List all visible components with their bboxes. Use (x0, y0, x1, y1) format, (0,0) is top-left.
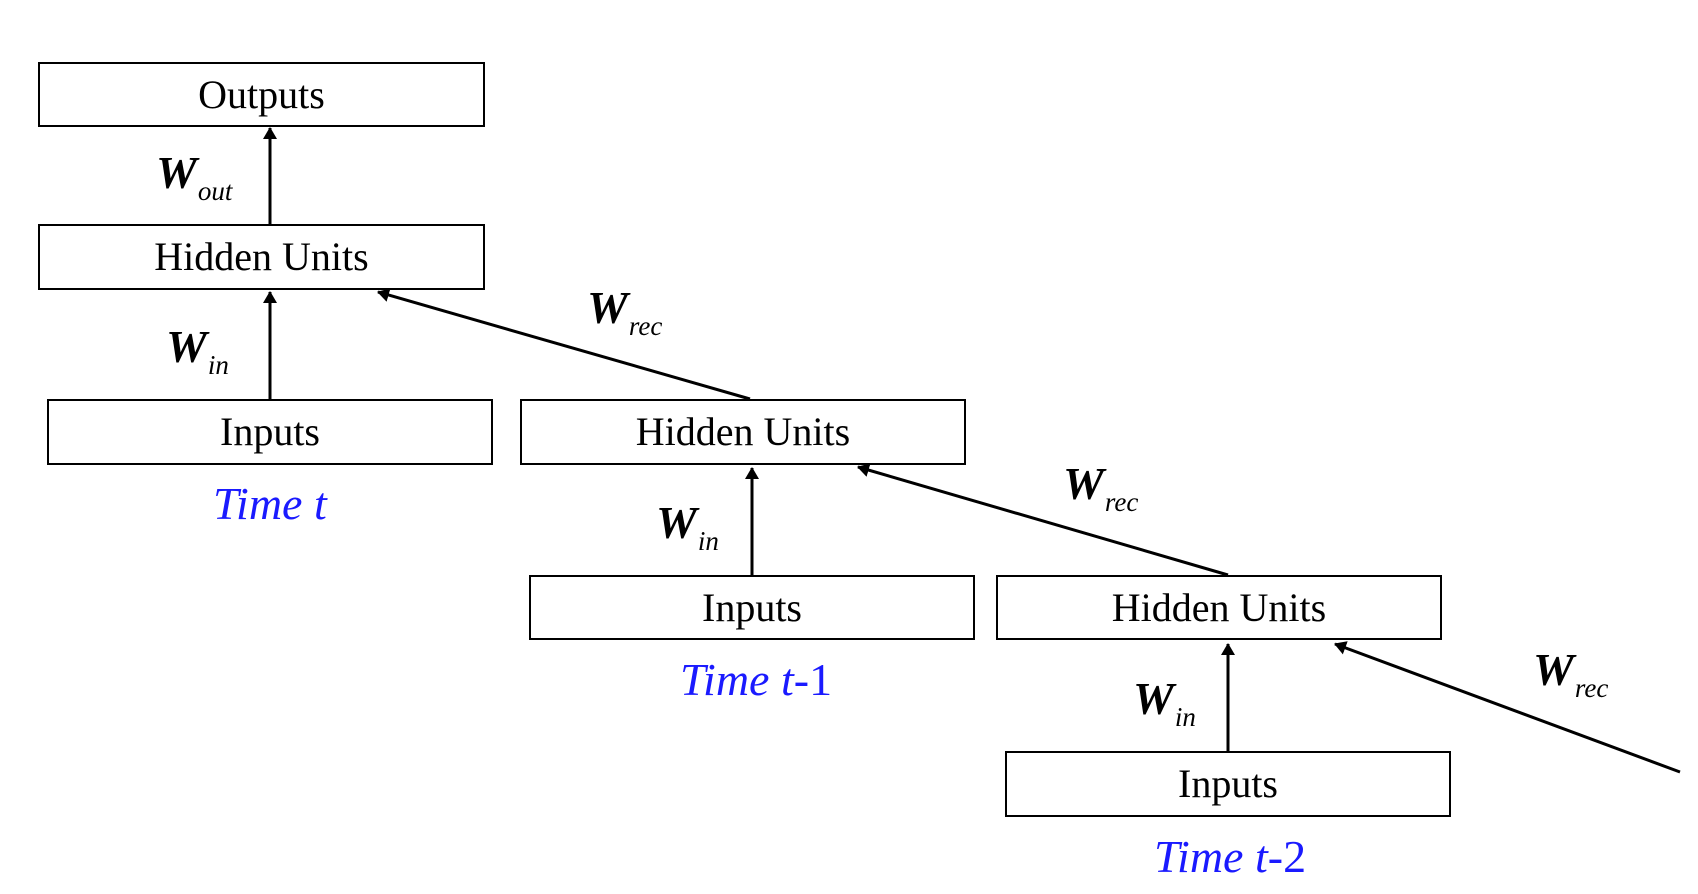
w-rec-label-2: Wrec (1533, 644, 1609, 703)
hidden-units-box-step2: Hidden Units (996, 575, 1442, 640)
time-label-step1: Time t-1 (680, 654, 833, 705)
inputs-box-step0: Inputs (47, 399, 493, 465)
inputs-label: Inputs (1178, 761, 1278, 806)
w-rec-label-0: Wrec (587, 282, 663, 341)
outputs-label: Outputs (198, 71, 325, 117)
inputs-box-step2: Inputs (1005, 751, 1451, 817)
hidden-units-label: Hidden Units (1111, 584, 1327, 630)
w-in-label-step0: Win (166, 321, 229, 380)
hidden-units-label: Hidden Units (154, 234, 369, 279)
outputs-box: Outputs (38, 62, 485, 127)
inputs-label: Inputs (702, 584, 802, 630)
w-in-label-step2: Win (1133, 673, 1196, 732)
w-in-label-step1: Win (656, 497, 719, 556)
hidden-units-box-step0: Hidden Units (38, 224, 485, 290)
hidden-units-box-step1: Hidden Units (520, 399, 966, 465)
inputs-label: Inputs (220, 409, 320, 454)
inputs-box-step1: Inputs (529, 575, 975, 640)
w-rec-label-1: Wrec (1063, 458, 1139, 517)
w-rec-arrow-1-to-0 (377, 288, 751, 401)
time-label-step0: Time t (213, 478, 327, 529)
time-label-step2: Time t-2 (1154, 831, 1307, 882)
w-out-label: Wout (156, 147, 233, 206)
w-rec-arrow-2-to-1 (857, 463, 1229, 577)
w-rec-arrow-3-to-2 (1334, 641, 1681, 774)
hidden-units-label: Hidden Units (635, 409, 851, 454)
